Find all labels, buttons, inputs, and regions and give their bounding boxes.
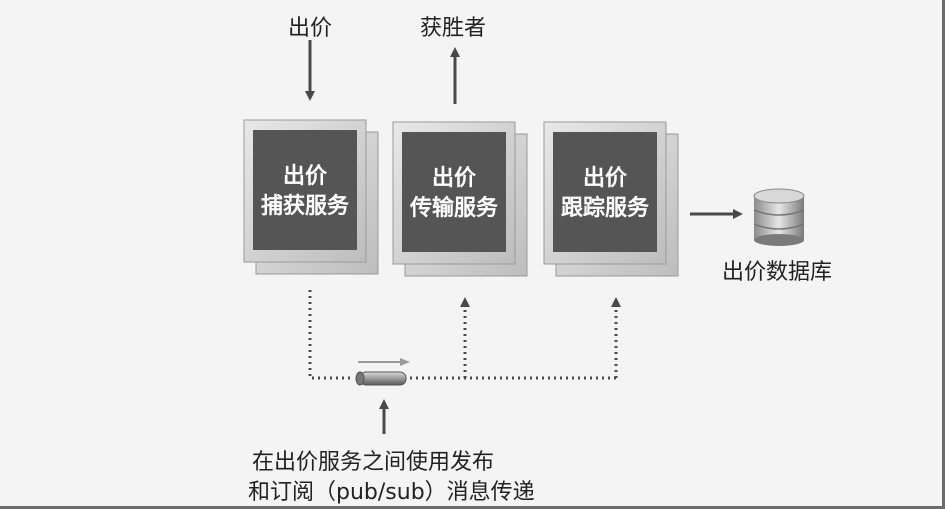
service-capture-text: 出价 捕获服务 [253,162,357,222]
database-label: 出价数据库 [722,260,833,285]
message-pipe-icon [355,358,410,386]
service-tracking-line1: 出价 [582,166,627,191]
service-tracking-text: 出价 跟踪服务 [553,164,657,224]
bid-in-label: 出价 [288,16,333,41]
service-transport-line1: 出价 [431,166,476,191]
bid-transport-service-card [392,121,528,277]
service-transport-line2: 传输服务 [409,196,498,221]
pubsub-caption-line2: 和订阅（pub/sub）消息传递 [248,480,535,505]
frame-right-border [942,0,945,509]
service-capture-line2: 捕获服务 [260,194,349,219]
pubsub-connections [308,290,621,380]
service-tracking-line2: 跟踪服务 [560,196,649,221]
service-transport-text: 出价 传输服务 [402,164,506,224]
winner-out-label: 获胜者 [420,16,487,41]
bid-tracking-service-card [543,121,679,277]
pubsub-caption-line1: 在出价服务之间使用发布 [252,450,495,475]
frame-bottom-border [0,506,945,509]
service-capture-line1: 出价 [282,164,327,189]
bid-capture-service-card [243,119,379,275]
database-icon [753,188,805,246]
